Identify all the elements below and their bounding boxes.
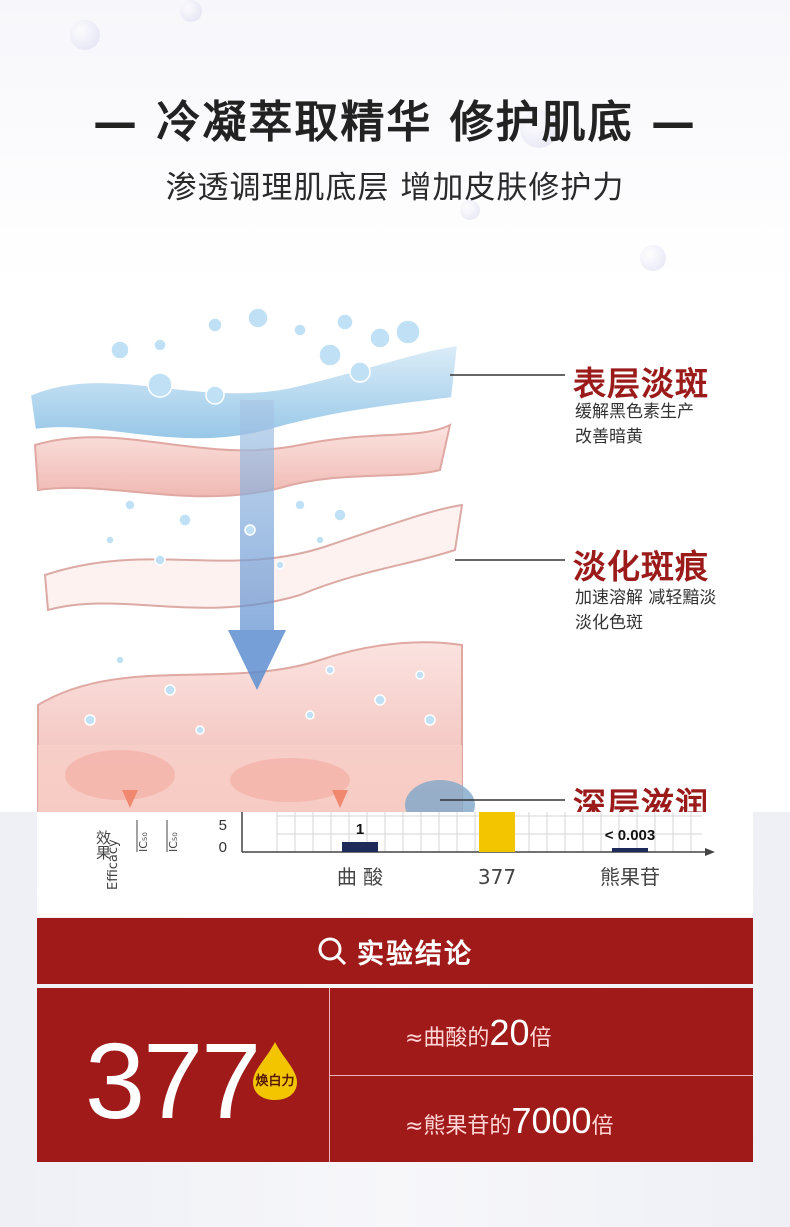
callout-title-spots: 淡化斑痕 [573,547,709,586]
comparison-prefix: ≈熊果苷的 [405,1114,512,1139]
x-axis-arrow [705,848,715,856]
page-title: — 冷凝萃取精华 修护肌底 — [93,97,697,148]
penetration-arrow-shaft [240,400,274,630]
bar-2 [612,848,648,852]
molecule-decoration [640,245,666,271]
hero-section: — 冷凝萃取精华 修护肌底 — 渗透调理肌底层 增加皮肤修护力 [0,0,790,812]
panel-divider [329,1075,753,1076]
molecule-decoration [520,110,558,148]
badge-label: 焕白力 [255,1074,295,1089]
serum-film-layer [28,343,460,441]
callout-desc-spots: 加速溶解 减轻黯淡 淡化色斑 [575,586,716,636]
results-section: 5 0 效果 Efficacy IC₅₀ IC₅₀ 曲 酸 1 377 熊果苷 < 0.… [0,812,790,1227]
dermis-layer [43,503,464,612]
tissue-cell [65,750,175,800]
bar-1 [479,812,515,852]
comparison-row: ≈曲酸的20倍 [405,1012,552,1054]
y-tick-label: 5 [219,817,227,834]
y-tick-label: 0 [219,839,227,856]
molecule-decoration [180,0,202,22]
callout-line: 改善暗黄 [575,427,643,447]
callout-line: 加速溶解 减轻黯淡 [575,588,717,608]
callout-desc-surface: 缓解黑色素生产 改善暗黄 [575,400,694,450]
absorb-arrow [332,790,348,808]
data-label: 1 [356,821,364,838]
efficacy-chart-svg: 5 0 效果 Efficacy IC₅₀ IC₅₀ 曲 酸 1 377 熊果苷 < 0.… [94,812,715,890]
penetration-arrow-head [228,630,286,690]
conclusion-header: 实验结论 [37,918,753,984]
molecule-decoration [460,200,480,220]
conclusion-big-number: 377 [85,1020,261,1141]
tissue-cell [230,758,350,802]
chart-bars: 曲 酸 1 377 熊果苷 < 0.003 [337,812,660,889]
molecule-decoration [70,20,100,50]
absorb-arrow [122,790,138,808]
magnifier-icon [318,937,347,966]
callout-line: 淡化色斑 [575,613,643,633]
conclusion-title: 实验结论 [357,938,473,970]
comparison-row: ≈熊果苷的7000倍 [405,1100,614,1142]
callout-title-deep: 深层滋润 [573,785,709,812]
data-label: < 0.003 [605,827,655,844]
whitening-badge: 焕白力 [249,1040,301,1102]
ic50-label: IC₅₀ [167,832,180,852]
y-axis-label: 效果 [94,830,112,860]
skin-layer-diagram [28,307,565,812]
y-axis-label-english: Efficacy [106,839,121,890]
conclusion-panel: 377 焕白力 ≈曲酸的20倍 ≈熊果苷的7000倍 [37,988,753,1162]
efficacy-chart: 5 0 效果 Efficacy IC₅₀ IC₅₀ 曲 酸 1 377 熊果苷 < 0.… [37,812,753,917]
bar-0 [342,842,378,852]
comparison-value: 7000 [511,1100,592,1141]
callout-title-surface: 表层淡斑 [573,364,709,403]
ic50-label: IC₅₀ [137,832,150,852]
serum-droplets [84,307,436,735]
tissue-cell [405,780,475,812]
droplet-icon [253,1042,297,1100]
x-tick-label: 熊果苷 [600,865,660,889]
page-subtitle: 渗透调理肌底层 增加皮肤修护力 [165,170,625,206]
comparison-value: 20 [489,1012,530,1053]
comparison-suffix: 倍 [591,1114,614,1139]
x-tick-label: 曲 酸 [337,865,383,889]
comparison-prefix: ≈曲酸的 [405,1026,490,1051]
comparison-suffix: 倍 [529,1026,552,1051]
callout-line: 缓解黑色素生产 [575,402,694,422]
x-tick-label: 377 [478,865,516,889]
